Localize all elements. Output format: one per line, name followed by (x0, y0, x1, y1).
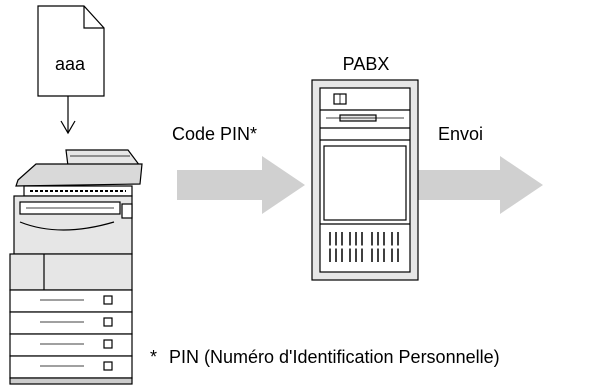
footnote: * PIN (Numéro d'Identification Personnell… (150, 347, 500, 367)
code-pin-arrow (177, 156, 305, 214)
footnote-text: PIN (Numéro d'Identification Personnelle… (169, 347, 500, 367)
document-icon (37, 5, 105, 97)
code-pin-label: Code PIN* (172, 124, 258, 144)
send-label: Envoi (438, 124, 484, 144)
copier-icon (9, 149, 143, 385)
send-arrow (418, 156, 543, 214)
down-arrow-icon (60, 96, 76, 135)
pabx-icon (311, 79, 419, 281)
footnote-marker: * (150, 347, 158, 367)
pabx-label: PABX (342, 54, 390, 74)
document-text: aaa (54, 54, 86, 74)
